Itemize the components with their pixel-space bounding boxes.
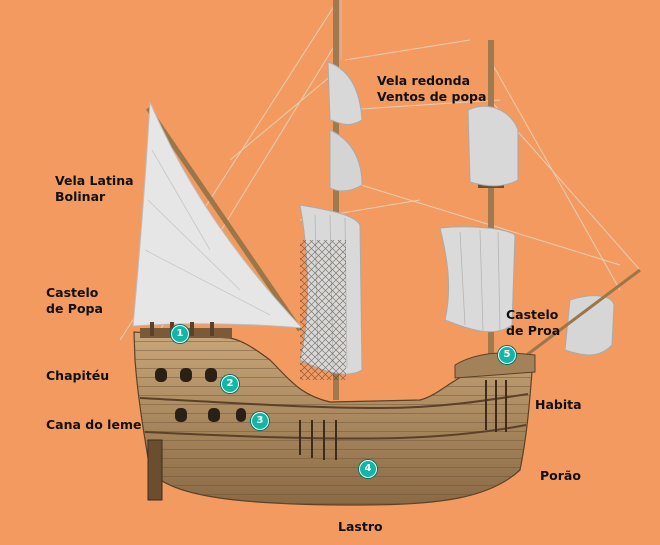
label-habita: Habita (535, 397, 582, 412)
label-vela-latina: Vela Latina Bolinar (55, 173, 134, 204)
marker-3: 3 (251, 412, 269, 430)
lateen-yard (145, 106, 303, 332)
square-sail-fore (439, 105, 519, 333)
square-sail-main (299, 61, 363, 380)
marker-4: 4 (359, 460, 377, 478)
label-castelo-de-popa: Castelo de Popa (46, 285, 103, 316)
label-cana-do-leme: Cana do leme (46, 417, 142, 432)
label-lastro: Lastro (338, 519, 383, 534)
spritsail (564, 295, 615, 356)
marker-1: 1 (171, 325, 189, 343)
main-mast (333, 0, 342, 400)
marker-5: 5 (498, 346, 516, 364)
label-vela-redonda: Vela redonda Ventos de popa (377, 73, 487, 104)
label-chapiteu: Chapitéu (46, 368, 110, 383)
marker-2: 2 (221, 375, 239, 393)
label-castelo-de-proa: Castelo de Proa (506, 307, 561, 338)
lateen-sail (132, 101, 304, 329)
label-porao: Porão (540, 468, 581, 483)
